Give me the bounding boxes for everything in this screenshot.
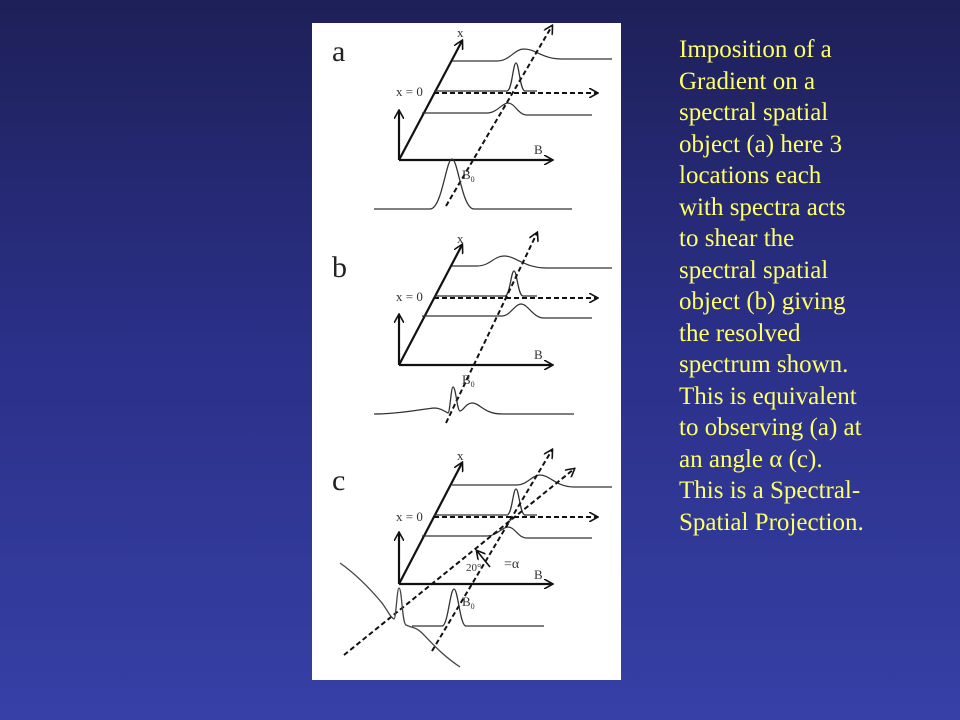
caption-line: spectral spatial [679, 256, 829, 284]
panel-b-b0-label: B0 [462, 372, 475, 389]
caption-line: This is a Spectral- [679, 477, 861, 504]
panel-c-b0-label: B0 [462, 594, 475, 611]
panel-b-trace-top [452, 255, 612, 269]
panel-c-angle-arrow [477, 551, 491, 568]
caption-line: spectrum shown. [679, 351, 849, 378]
panel-a-x-label: x [457, 25, 464, 40]
panel-a-b-label: B [534, 142, 543, 157]
caption-line: locations each [679, 162, 822, 189]
panel-c-trace-top [452, 474, 612, 488]
panel-a-x0-label: x = 0 [396, 84, 423, 99]
panel-b-x-axis [398, 245, 462, 366]
panel-c-projected-spectrum [339, 562, 461, 668]
panel-a-b0-label: B0 [462, 167, 475, 184]
panel-c-projection-line-2 [343, 469, 574, 656]
spectral-spatial-figure: a x B x = 0 B0 b x [312, 23, 621, 680]
panel-a: a x B x = 0 B0 [332, 25, 612, 210]
caption-line: Gradient on a [679, 67, 816, 95]
panel-a-letter: a [332, 35, 345, 68]
panel-a-trace-middle [434, 62, 537, 92]
caption-text: Imposition of a Gradient on a spectral s… [679, 34, 949, 538]
panel-c: c x B x = 0 B0 20° =α [332, 448, 612, 668]
panel-a-x-axis [398, 41, 462, 161]
panel-b-letter: b [332, 251, 347, 284]
panel-b: b x B x = 0 B0 [332, 231, 612, 424]
caption-line: spectral spatial [679, 99, 829, 126]
panel-a-trace-bottom [422, 102, 592, 116]
caption-line: object (a) here 3 [679, 130, 843, 158]
panel-b-x-label: x [457, 231, 464, 246]
panel-b-x0-label: x = 0 [396, 289, 423, 304]
panel-c-projection-line-1 [431, 450, 552, 652]
caption-line: the resolved [679, 319, 801, 347]
panel-c-alpha-label: =α [504, 557, 520, 572]
panel-c-trace-bottom [422, 526, 592, 539]
panel-b-trace-middle [434, 270, 537, 297]
panel-c-b0-spectrum [412, 588, 544, 627]
panel-a-b0-spectrum [374, 158, 572, 210]
panel-b-projection-line [445, 233, 537, 424]
panel-c-x-axis [398, 463, 462, 585]
caption-line: with spectra acts [679, 193, 846, 221]
panel-c-letter: c [332, 464, 345, 497]
panel-a-projection-line [445, 26, 552, 207]
panel-a-trace-top [452, 48, 612, 62]
caption-line: Imposition of a [679, 36, 832, 63]
caption-line: Spatial Projection. [679, 508, 864, 536]
caption-line: This is equivalent [679, 382, 857, 410]
figure-drawing: a x B x = 0 B0 b x [332, 23, 612, 668]
caption-line: to shear the [679, 225, 795, 252]
caption-line: object (b) giving [679, 288, 846, 315]
panel-c-b-label: B [534, 567, 543, 582]
panel-c-x0-label: x = 0 [396, 509, 423, 524]
panel-b-resolved-spectrum [373, 386, 574, 415]
panel-c-x-label: x [457, 448, 464, 463]
panel-b-trace-bottom [422, 303, 592, 319]
panel-b-b-label: B [534, 347, 543, 362]
panel-c-angle-label: 20° [466, 562, 481, 574]
caption-line: to observing (a) at [679, 414, 862, 441]
caption-line: an angle α (c). [679, 445, 823, 473]
